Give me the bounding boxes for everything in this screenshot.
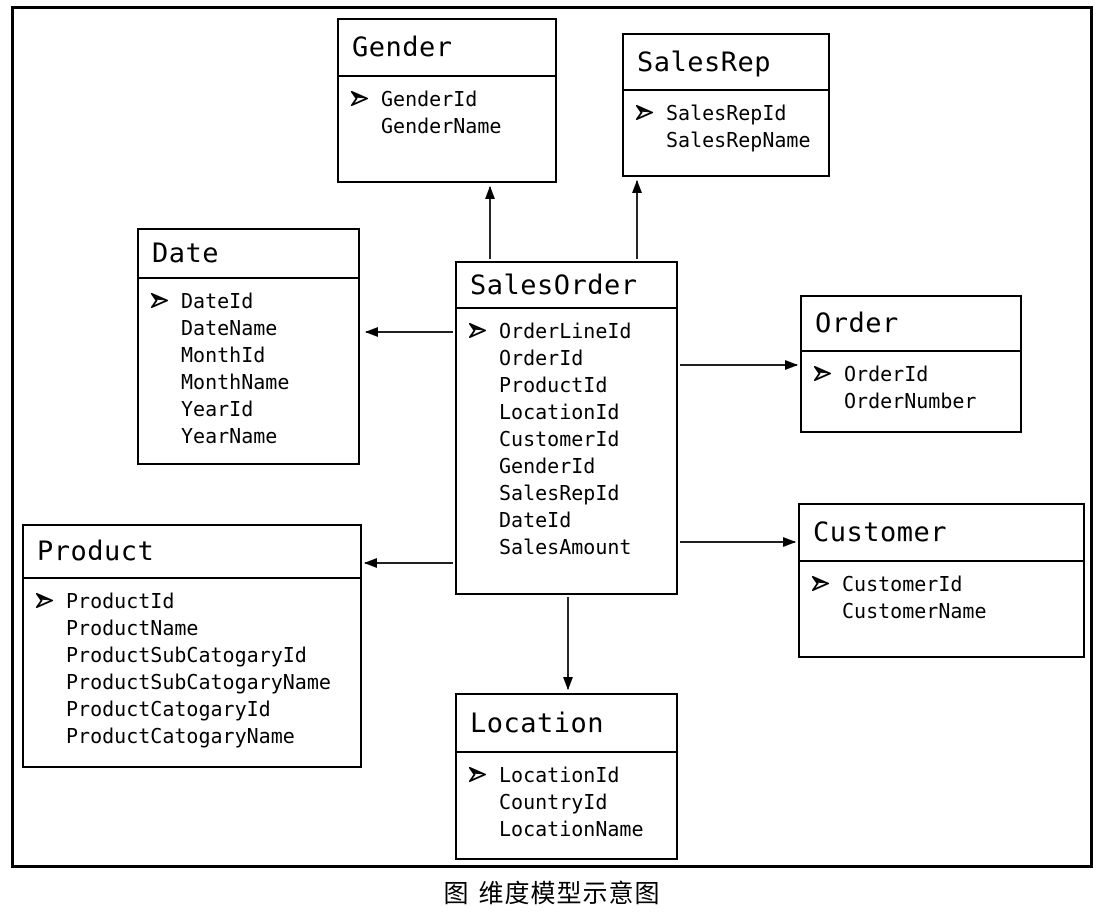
- field-name: SalesAmount: [499, 534, 632, 559]
- field-name: YearId: [181, 396, 254, 421]
- primary-key-icon: [351, 91, 381, 106]
- field-name: DateName: [181, 315, 278, 340]
- entity-title: SalesRep: [624, 35, 828, 91]
- field-row: YearName: [151, 422, 354, 449]
- field-row: OrderId: [814, 360, 1016, 387]
- primary-key-icon: [469, 767, 499, 782]
- field-row: GenderName: [351, 112, 551, 139]
- field-row: LocationId: [469, 761, 672, 788]
- field-name: ProductId: [66, 588, 175, 613]
- field-name: OrderId: [499, 345, 584, 370]
- field-row: SalesAmount: [469, 533, 672, 560]
- field-name: OrderId: [844, 361, 929, 386]
- field-name: CustomerId: [842, 571, 963, 596]
- field-name: DateId: [181, 288, 254, 313]
- field-name: ProductCatogaryId: [66, 696, 271, 721]
- entity-title: Gender: [339, 20, 555, 77]
- field-row: ProductSubCatogaryId: [36, 641, 356, 668]
- field-name: ProductSubCatogaryName: [66, 669, 331, 694]
- field-name: ProductCatogaryName: [66, 723, 295, 748]
- field-name: CustomerName: [842, 598, 987, 623]
- field-name: LocationName: [499, 816, 644, 841]
- field-row: CountryId: [469, 788, 672, 815]
- field-row: DateId: [151, 287, 354, 314]
- field-row: ProductCatogaryName: [36, 722, 356, 749]
- figure-caption: 图 维度模型示意图: [443, 879, 661, 908]
- field-row: CustomerId: [812, 570, 1079, 597]
- field-row: SalesRepId: [636, 99, 824, 126]
- field-row: ProductCatogaryId: [36, 695, 356, 722]
- primary-key-icon: [814, 366, 844, 381]
- entity-title: Order: [802, 297, 1020, 352]
- field-name: LocationId: [499, 399, 620, 424]
- entity-title: SalesOrder: [457, 263, 676, 309]
- field-name: SalesRepId: [499, 480, 620, 505]
- field-name: GenderId: [499, 453, 596, 478]
- field-name: ProductId: [499, 372, 608, 397]
- field-name: ProductName: [66, 615, 199, 640]
- field-row: CustomerName: [812, 597, 1079, 624]
- entity-title: Date: [139, 230, 358, 279]
- entity-title: Customer: [800, 505, 1083, 562]
- field-row: GenderId: [469, 452, 672, 479]
- field-name: MonthId: [181, 342, 266, 367]
- field-row: LocationName: [469, 815, 672, 842]
- field-name: CustomerId: [499, 426, 620, 451]
- field-row: DateId: [469, 506, 672, 533]
- field-row: YearId: [151, 395, 354, 422]
- field-name: SalesRepId: [666, 100, 787, 125]
- field-name: LocationId: [499, 762, 620, 787]
- field-row: OrderId: [469, 344, 672, 371]
- field-name: GenderId: [381, 86, 478, 111]
- field-row: LocationId: [469, 398, 672, 425]
- field-name: CountryId: [499, 789, 608, 814]
- field-row: ProductId: [36, 587, 356, 614]
- field-row: SalesRepId: [469, 479, 672, 506]
- field-name: YearName: [181, 423, 278, 448]
- primary-key-icon: [636, 105, 666, 120]
- field-row: OrderLineId: [469, 317, 672, 344]
- field-row: MonthId: [151, 341, 354, 368]
- entity-title: Product: [24, 526, 360, 579]
- field-row: MonthName: [151, 368, 354, 395]
- field-name: MonthName: [181, 369, 290, 394]
- field-name: OrderNumber: [844, 388, 977, 413]
- primary-key-icon: [469, 323, 499, 338]
- field-row: CustomerId: [469, 425, 672, 452]
- field-name: DateId: [499, 507, 572, 532]
- entity-title: Location: [457, 695, 676, 753]
- primary-key-icon: [151, 293, 181, 308]
- field-name: SalesRepName: [666, 127, 811, 152]
- field-row: OrderNumber: [814, 387, 1016, 414]
- field-row: SalesRepName: [636, 126, 824, 153]
- field-name: ProductSubCatogaryId: [66, 642, 307, 667]
- field-name: GenderName: [381, 113, 502, 138]
- field-name: OrderLineId: [499, 318, 632, 343]
- field-row: GenderId: [351, 85, 551, 112]
- field-row: DateName: [151, 314, 354, 341]
- primary-key-icon: [812, 576, 842, 591]
- field-row: ProductSubCatogaryName: [36, 668, 356, 695]
- field-row: ProductName: [36, 614, 356, 641]
- primary-key-icon: [36, 593, 66, 608]
- field-row: ProductId: [469, 371, 672, 398]
